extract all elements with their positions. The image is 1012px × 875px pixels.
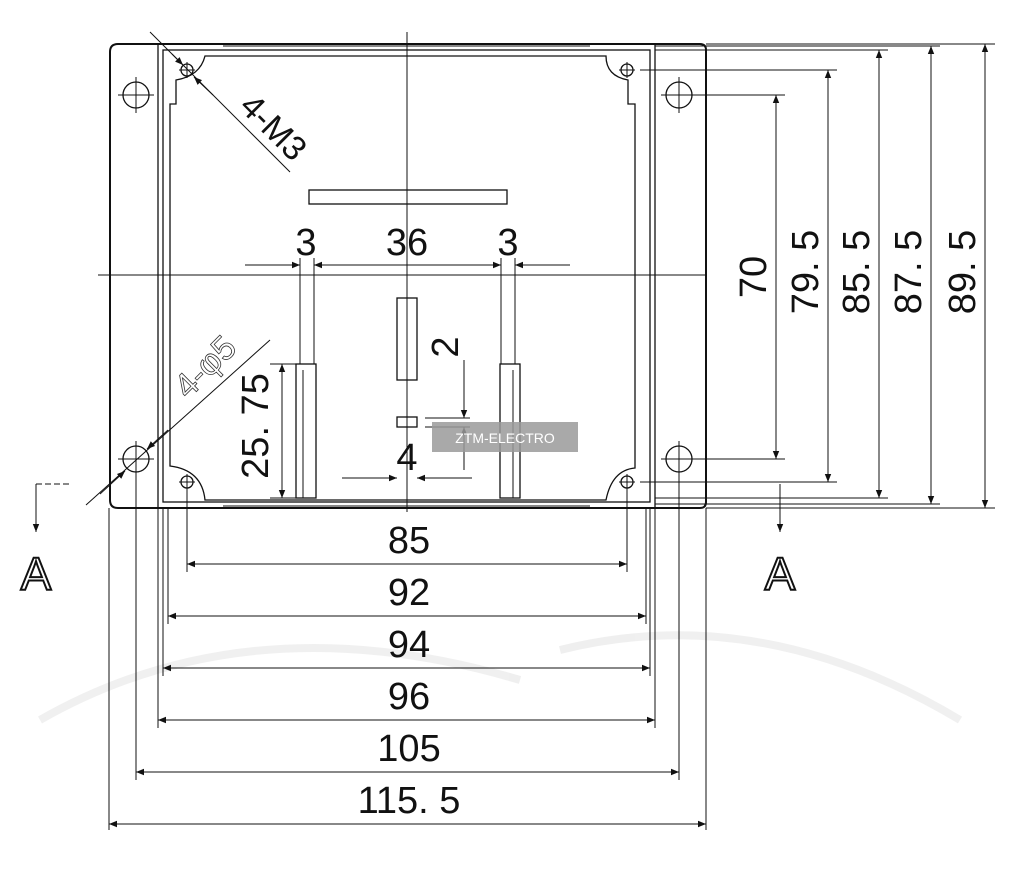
dim-label-115-5: 115. 5 [358,780,461,822]
center-lines [98,32,705,512]
background-watermark [38,631,963,724]
section-label-right: A [765,548,796,600]
dim-label-85-5: 85. 5 [836,230,878,315]
dim-label-92: 92 [388,572,430,614]
note-hole-phi5: 4-φ5 [167,328,244,405]
dim-label-slot-left: 3 [295,222,316,264]
mounting-hole-bottom-right [661,441,697,477]
screw-holes [179,62,635,490]
note-leaders [85,31,291,506]
dim-label-96: 96 [388,676,430,718]
vertical-dimensions [640,43,995,509]
slot-dimensions [245,258,570,499]
dim-label-rib: 2 [425,336,467,357]
dim-label-small-gap: 4 [396,437,417,479]
dim-label-79-5: 79. 5 [785,230,827,315]
dim-label-slot-right: 3 [497,222,518,264]
mounting-hole-top-left [118,77,154,113]
dim-label-slot-gap: 36 [386,222,428,264]
watermark-badge: ZTM-ELECTRO [432,422,578,452]
watermark-text: ZTM-ELECTRO [455,430,555,446]
dim-label-25-75: 25. 75 [235,373,277,479]
dim-label-85: 85 [388,520,430,562]
mounting-hole-top-right [661,77,697,113]
dim-label-70: 70 [733,256,775,298]
dim-label-94: 94 [388,624,430,666]
note-screw-m3: 4-M3 [232,87,314,169]
section-label-left: A [21,548,52,600]
dim-label-87-5: 87. 5 [888,230,930,315]
horizontal-dimensions [108,472,707,830]
dim-label-89-5: 89. 5 [942,230,984,315]
dim-label-105: 105 [377,728,440,770]
